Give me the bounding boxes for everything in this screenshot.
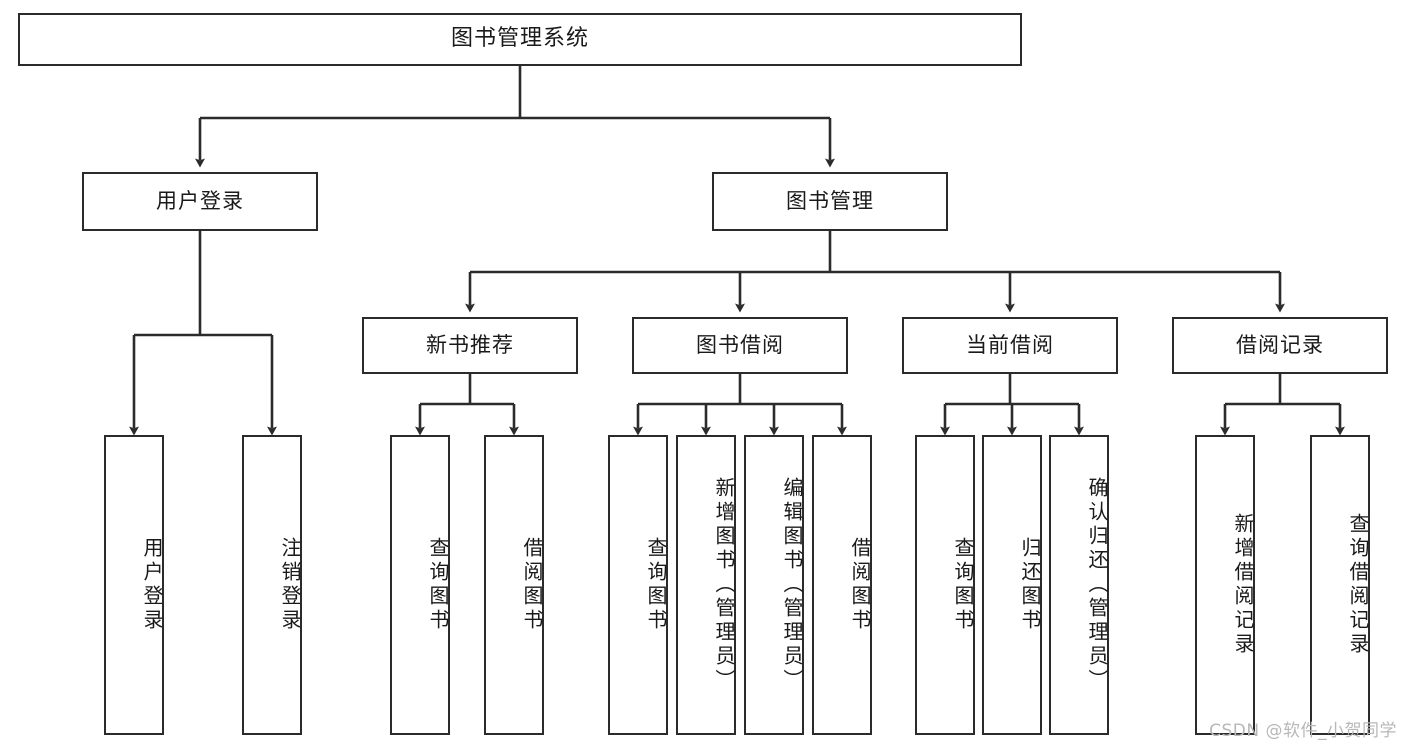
node-label: 归还图书 [1018, 537, 1042, 633]
leaf-user-login-login[interactable]: 用户登录 [104, 435, 164, 735]
leaf-current-borrow-confirm-return[interactable]: 确认归还（管理员） [1049, 435, 1109, 735]
node-label: 图书管理 [786, 188, 874, 213]
node-label: 借阅记录 [1236, 332, 1324, 357]
leaf-book-borrow-borrow-book[interactable]: 借阅图书 [812, 435, 872, 735]
leaf-current-borrow-query-book[interactable]: 查询图书 [915, 435, 975, 735]
leaf-book-borrow-query-book[interactable]: 查询图书 [608, 435, 668, 735]
leaf-user-login-logout[interactable]: 注销登录 [242, 435, 302, 735]
node-label: 当前借阅 [966, 332, 1054, 357]
node-label: 查询图书 [951, 537, 975, 633]
node-label: 注销登录 [278, 537, 302, 633]
leaf-borrow-record-query-record[interactable]: 查询借阅记录 [1310, 435, 1370, 735]
node-label: 图书借阅 [696, 332, 784, 357]
node-root-system[interactable]: 图书管理系统 [18, 13, 1022, 66]
node-book-management[interactable]: 图书管理 [712, 172, 948, 231]
node-label: 编辑图书（管理员） [780, 477, 804, 693]
node-label: 确认归还（管理员） [1085, 477, 1109, 693]
leaf-book-borrow-add-book[interactable]: 新增图书（管理员） [676, 435, 736, 735]
node-label: 新增图书（管理员） [712, 477, 736, 693]
node-label: 借阅图书 [520, 537, 544, 633]
leaf-new-book-borrow-book[interactable]: 借阅图书 [484, 435, 544, 735]
node-label: 借阅图书 [848, 537, 872, 633]
node-user-login[interactable]: 用户登录 [82, 172, 318, 231]
leaf-borrow-record-add-record[interactable]: 新增借阅记录 [1195, 435, 1255, 735]
node-label: 新增借阅记录 [1231, 513, 1255, 657]
node-label: 查询图书 [644, 537, 668, 633]
node-book-borrow[interactable]: 图书借阅 [632, 317, 848, 374]
node-current-borrow[interactable]: 当前借阅 [902, 317, 1118, 374]
node-label: 查询借阅记录 [1346, 513, 1370, 657]
node-borrow-record[interactable]: 借阅记录 [1172, 317, 1388, 374]
node-label: 用户登录 [140, 537, 164, 633]
leaf-current-borrow-return-book[interactable]: 归还图书 [982, 435, 1042, 735]
node-label: 图书管理系统 [450, 26, 589, 52]
leaf-book-borrow-edit-book[interactable]: 编辑图书（管理员） [744, 435, 804, 735]
node-label: 查询图书 [426, 537, 450, 633]
node-label: 用户登录 [156, 188, 244, 213]
csdn-watermark: CSDN @软件_小贺同学 [1209, 721, 1397, 741]
leaf-new-book-query-book[interactable]: 查询图书 [390, 435, 450, 735]
node-new-book-recommend[interactable]: 新书推荐 [362, 317, 578, 374]
node-label: 新书推荐 [426, 332, 514, 357]
